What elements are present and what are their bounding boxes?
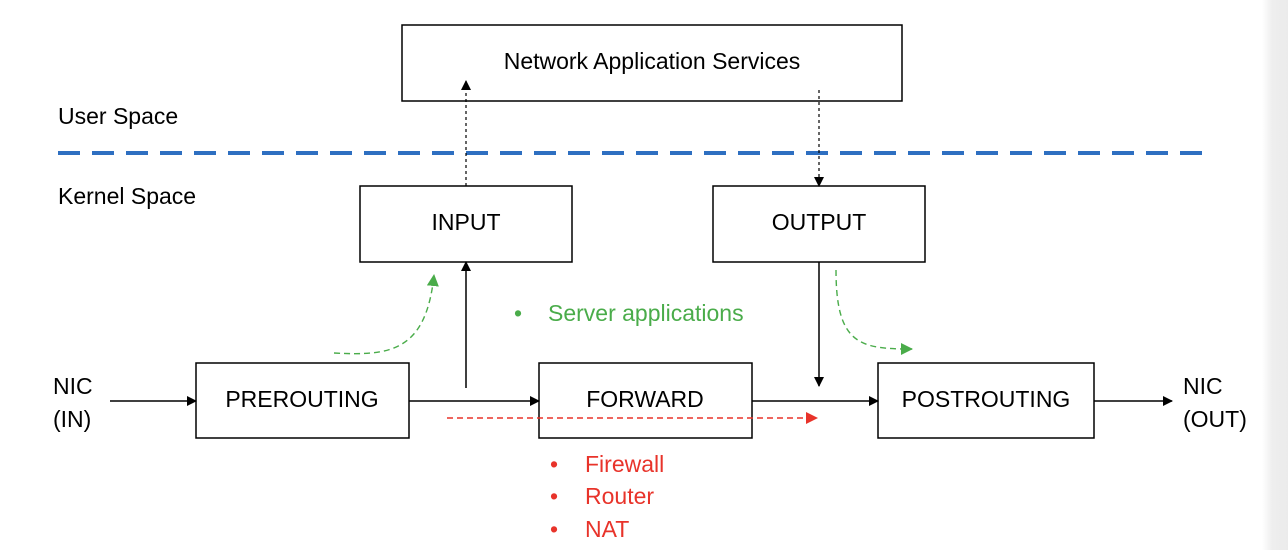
server-notes: • Server applications <box>514 300 744 326</box>
nic-out-label: NIC <box>1183 373 1223 399</box>
nic-in-label: NIC <box>53 373 93 399</box>
prerouting-box-label: PREROUTING <box>225 386 378 412</box>
forward-box: FORWARD <box>538 362 753 439</box>
input-box: INPUT <box>359 185 573 263</box>
input-box-label: INPUT <box>432 209 501 235</box>
prerouting-to-input-flow-arrow <box>333 274 439 355</box>
services-box: Network Application Services <box>401 24 903 102</box>
server-notes-item: Server applications <box>548 300 744 326</box>
output-to-postrouting-flow-arrow <box>835 269 913 355</box>
forward-notes-item: NAT <box>585 516 629 542</box>
nic-in-sublabel: (IN) <box>53 406 91 432</box>
services-box-label: Network Application Services <box>504 48 801 74</box>
forward-notes-bullet: • <box>550 516 558 542</box>
page-edge-shade <box>1262 0 1288 550</box>
user-space-label: User Space <box>58 103 178 129</box>
kernel-space-label: Kernel Space <box>58 183 196 209</box>
postrouting-box: POSTROUTING <box>877 362 1095 439</box>
forward-notes-bullet: • <box>550 483 558 509</box>
nic-out-sublabel: (OUT) <box>1183 406 1247 432</box>
postrouting-box-label: POSTROUTING <box>902 386 1071 412</box>
forward-notes: • Firewall • Router • NAT <box>550 451 664 542</box>
forward-box-label: FORWARD <box>586 386 704 412</box>
prerouting-box: PREROUTING <box>195 362 410 439</box>
forward-notes-bullet: • <box>550 451 558 477</box>
output-box: OUTPUT <box>712 185 926 263</box>
forward-notes-item: Router <box>585 483 654 509</box>
output-box-label: OUTPUT <box>772 209 867 235</box>
server-notes-bullet: • <box>514 300 522 326</box>
forward-notes-item: Firewall <box>585 451 664 477</box>
